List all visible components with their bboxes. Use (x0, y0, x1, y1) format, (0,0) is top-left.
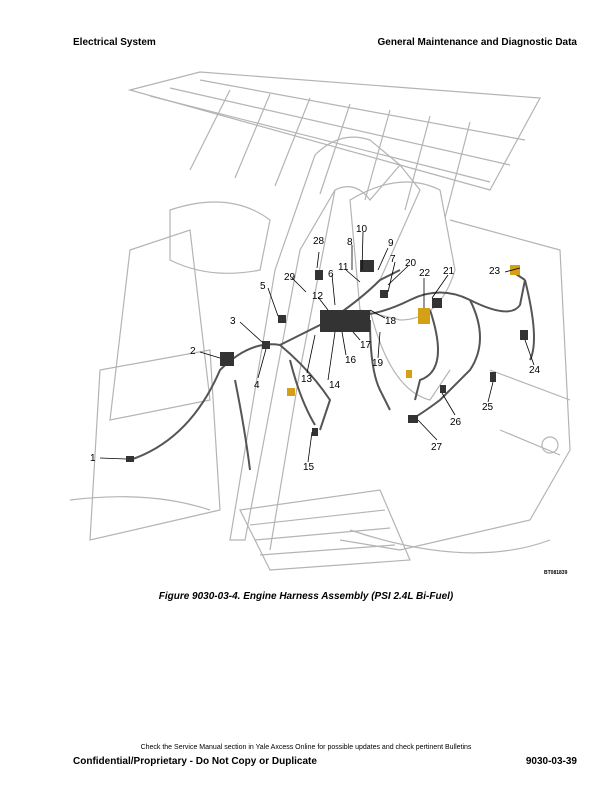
callout-8: 8 (347, 237, 353, 248)
callout-26: 26 (450, 417, 462, 428)
callout-2: 2 (190, 346, 196, 357)
callout-20: 20 (405, 258, 417, 269)
callout-3: 3 (230, 316, 236, 327)
callout-13: 13 (301, 374, 313, 385)
callout-10: 10 (356, 224, 368, 235)
callout-29: 29 (284, 272, 296, 283)
harness-connectors (126, 260, 528, 462)
callout-7: 7 (390, 254, 396, 265)
harness-wiring (129, 269, 535, 471)
callout-22: 22 (419, 268, 431, 279)
callout-16: 16 (345, 355, 357, 366)
figure-caption: Figure 9030-03-4. Engine Harness Assembl… (158, 591, 454, 602)
callout-18: 18 (385, 316, 397, 327)
figure-code: BT081839 (544, 570, 568, 576)
callout-15: 15 (303, 462, 315, 473)
callout-6: 6 (328, 269, 334, 280)
callout-14: 14 (329, 380, 341, 391)
header-manual-title: General Maintenance and Diagnostic Data (377, 37, 578, 48)
callout-28: 28 (313, 236, 325, 247)
callout-leaders (99, 231, 535, 463)
callout-25: 25 (482, 402, 494, 413)
callout-19: 19 (372, 358, 384, 369)
header-section-title: Electrical System (73, 37, 156, 48)
callout-21: 21 (443, 266, 455, 277)
callout-17: 17 (360, 340, 372, 351)
callout-27: 27 (431, 442, 443, 453)
callout-11: 11 (338, 262, 349, 273)
callout-12: 12 (312, 291, 324, 302)
callout-4: 4 (254, 380, 260, 391)
truck-outline (70, 71, 571, 571)
footer-page-number: 9030-03-39 (525, 756, 577, 767)
callout-5: 5 (260, 281, 266, 292)
engine-harness-figure: 1 2 3 4 5 6 7 8 9 10 11 12 13 14 15 16 1… (70, 71, 571, 576)
callout-24: 24 (529, 365, 541, 376)
callout-1: 1 (90, 453, 96, 464)
callout-numbers: 1 2 3 4 5 6 7 8 9 10 11 12 13 14 15 16 1… (90, 224, 541, 473)
footer-notice: Check the Service Manual section in Yale… (140, 744, 472, 751)
footer-confidential: Confidential/Proprietary - Do Not Copy o… (73, 756, 317, 767)
callout-9: 9 (388, 238, 394, 249)
callout-23: 23 (489, 266, 501, 277)
